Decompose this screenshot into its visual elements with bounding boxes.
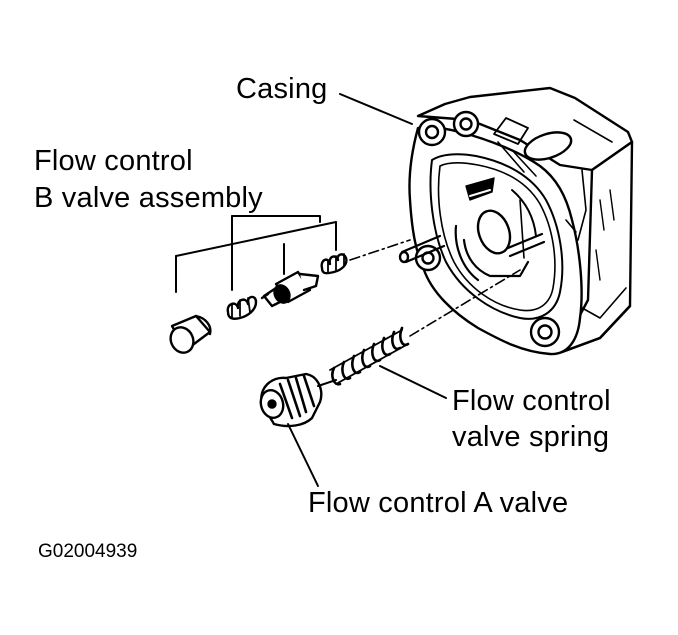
- label-valve-spring-line1: Flow control: [452, 385, 611, 417]
- valve-spring-part: [329, 269, 521, 386]
- b-valve-assembly-parts: [169, 239, 411, 354]
- a-valve-part: [259, 372, 337, 428]
- casing-part: [398, 86, 634, 356]
- leader-a-valve: [287, 423, 319, 487]
- leader-lines: [287, 93, 447, 487]
- label-valve-spring-line2: valve spring: [452, 421, 610, 453]
- leader-valve-spring: [379, 365, 447, 399]
- label-casing: Casing: [236, 73, 328, 105]
- leader-casing: [339, 93, 413, 125]
- figure-code: G02004939: [38, 541, 138, 562]
- label-flow-control-b-line1: Flow control: [34, 145, 193, 177]
- label-flow-control-a: Flow control A valve: [308, 487, 569, 519]
- b-valve-bracket: [175, 215, 337, 293]
- label-flow-control-b-line2: B valve assembly: [34, 182, 263, 214]
